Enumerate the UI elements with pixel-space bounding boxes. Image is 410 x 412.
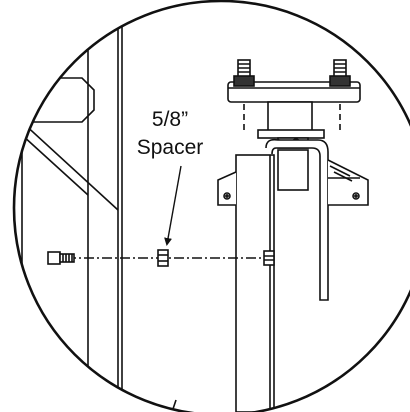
callout-arrow bbox=[164, 165, 182, 246]
nut bbox=[263, 250, 275, 266]
vertical-post bbox=[235, 154, 275, 412]
bolt bbox=[47, 251, 75, 265]
callout-line-1: 5/8” bbox=[152, 108, 188, 131]
top-mount bbox=[227, 59, 361, 133]
top-right-bolt bbox=[329, 59, 351, 132]
through-bolt-assembly bbox=[47, 249, 276, 267]
callout-line-2: Spacer bbox=[137, 136, 204, 159]
side-brackets bbox=[217, 159, 369, 206]
detail-contents bbox=[21, 1, 369, 412]
swivel-plate bbox=[257, 129, 329, 301]
top-left-bolt bbox=[233, 59, 255, 132]
left-bracket bbox=[21, 77, 119, 211]
detail-circle bbox=[12, 0, 410, 412]
spacer bbox=[157, 249, 169, 267]
